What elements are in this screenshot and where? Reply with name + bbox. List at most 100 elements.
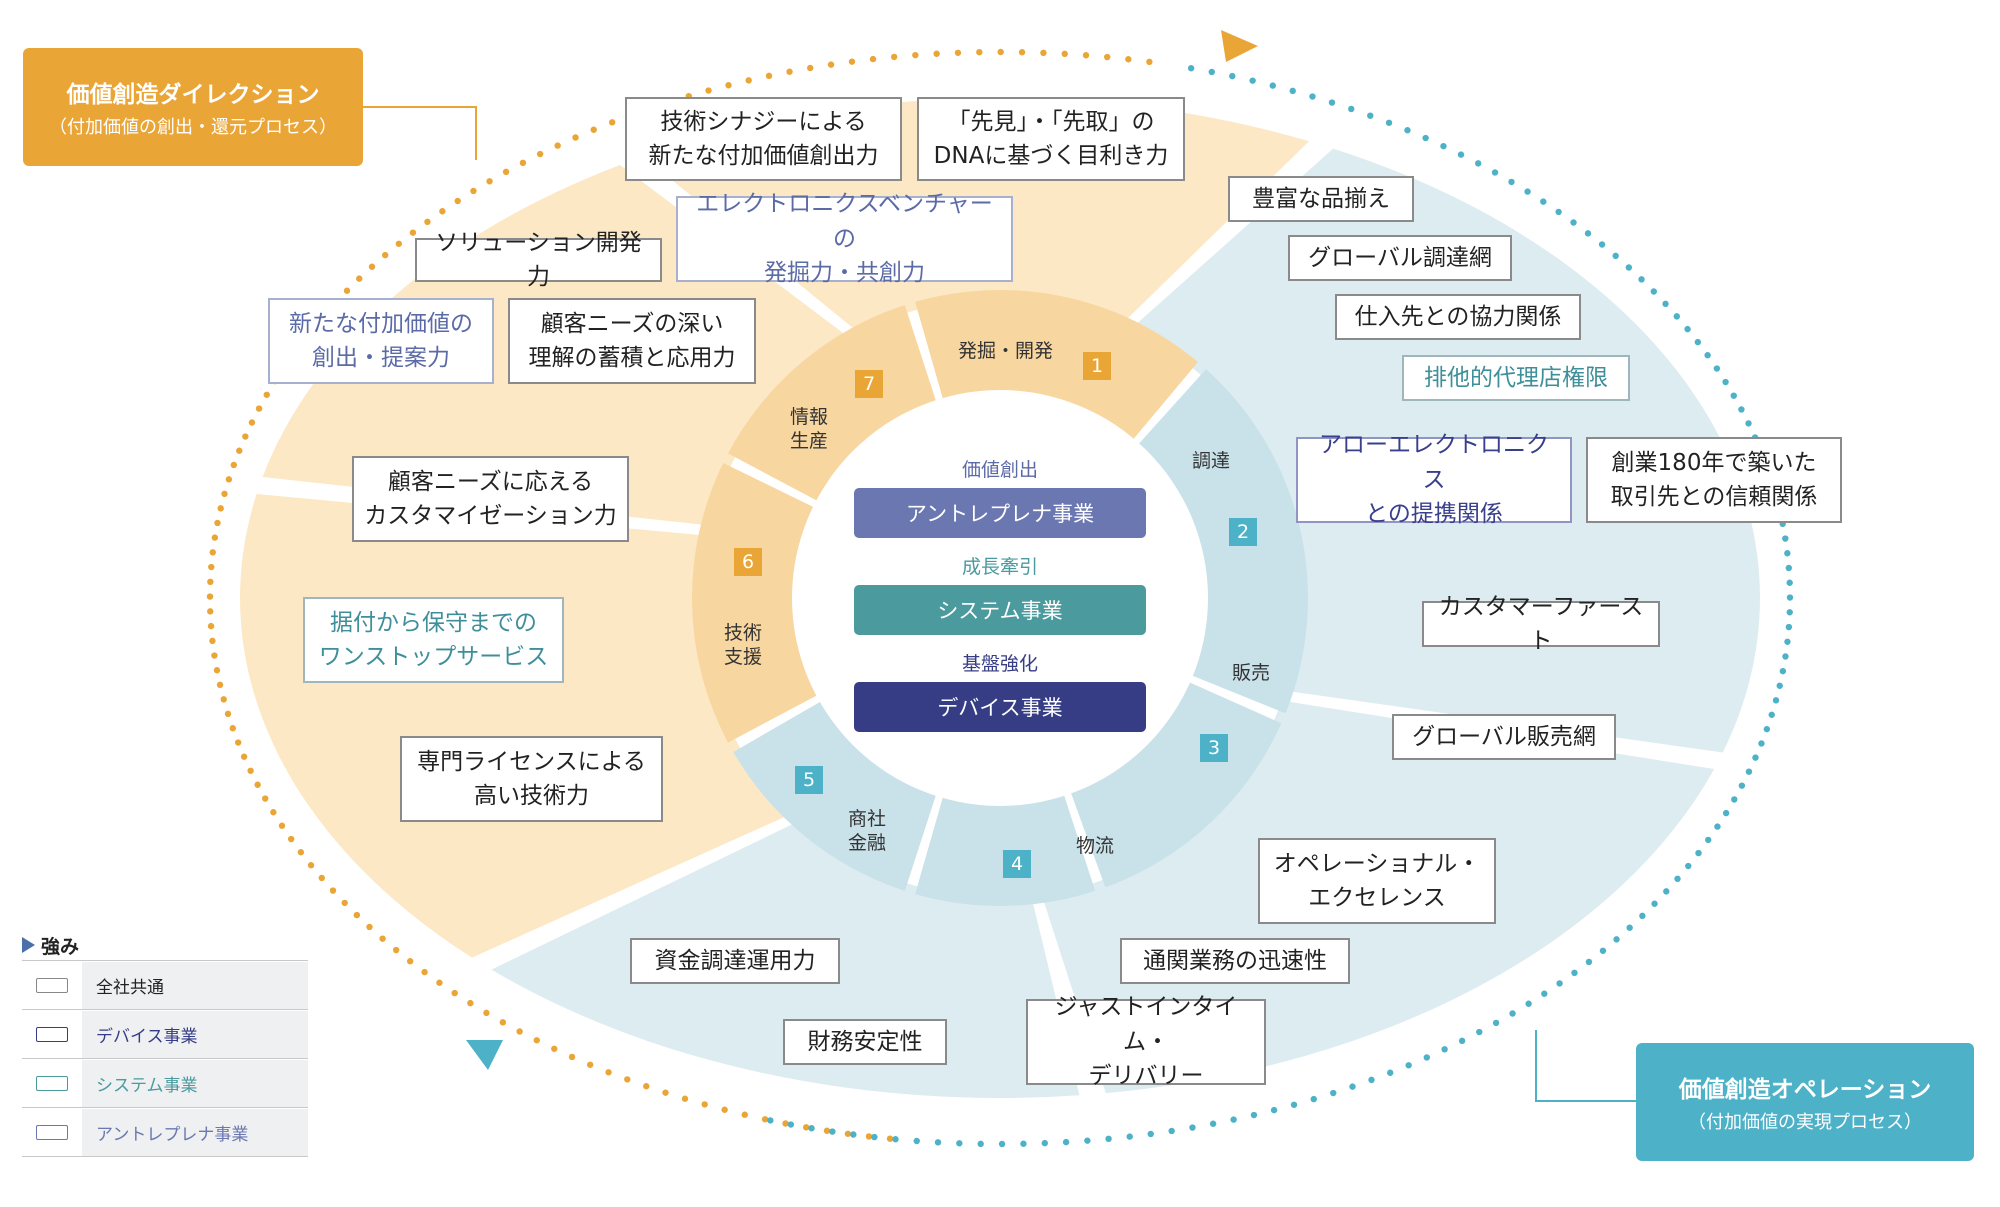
cycle-dot: [721, 1106, 728, 1113]
cycle-dot: [1674, 875, 1681, 883]
cycle-dot: [913, 1137, 920, 1145]
cycle-dot: [1270, 1106, 1278, 1114]
cycle-dot: [230, 461, 238, 469]
legend-item-system: システム事業: [22, 1058, 308, 1107]
cycle-dot: [590, 126, 597, 133]
cycle-dot: [1779, 667, 1787, 675]
strength-customer-needs-understanding: 顧客ニーズの深い 理解の蓄積と応用力: [508, 298, 756, 384]
cycle-dot: [343, 287, 351, 294]
cycle-dot: [1524, 188, 1531, 195]
cycle-dot: [934, 1139, 942, 1146]
strength-global-procurement: グローバル調達網: [1288, 235, 1512, 281]
cycle-dot: [1328, 99, 1336, 106]
cycle-dot: [207, 622, 215, 630]
cycle-dot: [1250, 1111, 1258, 1119]
cycle-dot: [890, 53, 898, 61]
cycle-dot: [1385, 119, 1393, 126]
strength-new-value-proposal: 新たな付加価値の 創出・提案力: [268, 298, 494, 384]
strength-wide-assortment: 豊富な品揃え: [1228, 176, 1414, 222]
cycle-dot: [933, 50, 940, 57]
cycle-dot: [470, 187, 477, 195]
cycle-dot: [297, 849, 305, 856]
cycle-dot: [263, 391, 270, 398]
cycle-dot: [341, 899, 348, 907]
strength-exclusive-agency: 排他的代理店権限: [1402, 355, 1630, 401]
cycle-dot: [439, 208, 446, 215]
cycle-dot: [221, 490, 228, 498]
cycle-dot: [850, 1131, 857, 1138]
cycle-dot: [395, 240, 403, 247]
cycle-dot: [1694, 338, 1702, 346]
cycle-dot: [516, 1028, 523, 1035]
legend-title: 強み: [41, 935, 80, 958]
cycle-dot: [1705, 836, 1712, 844]
cycle-dot: [1673, 313, 1681, 320]
cycle-dot: [605, 1069, 612, 1076]
cycle-dot: [1249, 77, 1256, 84]
arrowhead-blue-icon: [466, 1040, 503, 1070]
cycle-dot: [1491, 169, 1499, 176]
cycle-dot: [533, 1037, 540, 1044]
cycle-dot: [1441, 1046, 1448, 1053]
cycle-dot: [977, 1140, 984, 1148]
cycle-dot: [787, 1121, 795, 1128]
cycle-dot: [209, 637, 216, 645]
cycle-dot: [871, 1133, 878, 1141]
legend-label-company-wide: 全社共通: [82, 961, 308, 1009]
cycle-dot: [1458, 1037, 1466, 1045]
inner-segment-5: [733, 701, 937, 891]
cycle-dot: [1722, 809, 1730, 817]
cycle-dot: [1125, 56, 1132, 63]
inner-segment-4: [915, 793, 1096, 906]
cycle-dot: [1509, 1010, 1516, 1017]
cycle-dot: [1230, 1116, 1237, 1123]
segment-number-6: 6: [734, 548, 762, 576]
cycle-dot: [1730, 392, 1737, 399]
direction-subtitle: （付加価値の創出・還元プロセス）: [49, 117, 337, 138]
segment-number-5: 5: [795, 766, 823, 794]
cycle-dot: [586, 1061, 594, 1068]
segment-number-2: 2: [1229, 518, 1257, 546]
legend-swatch-entrepreneur: [36, 1124, 68, 1140]
legend-label-device: デバイス事業: [82, 1010, 308, 1058]
cycle-dot: [1082, 52, 1090, 59]
cycle-dot: [262, 795, 269, 802]
cycle-dot: [356, 275, 363, 282]
cycle-dot: [224, 710, 232, 718]
cycle-dot: [307, 862, 315, 869]
cycle-dot: [1785, 564, 1793, 572]
cycle-dot: [1731, 796, 1738, 803]
cycle-dot: [572, 134, 579, 141]
cycle-dot: [1540, 198, 1547, 205]
cycle-dot: [827, 61, 835, 68]
strengths-legend: 強み 全社共通 デバイス事業 システム事業 アントレプレナ事業: [22, 930, 308, 1157]
cycle-dot: [741, 1111, 748, 1118]
cycle-dot: [1585, 958, 1593, 966]
cycle-dot: [381, 251, 389, 259]
cycle-dot: [1684, 325, 1691, 333]
cycle-dot: [1784, 638, 1791, 645]
cycle-dot: [1187, 65, 1195, 72]
cycle-dot: [1189, 1124, 1196, 1131]
cycle-dot: [1752, 754, 1759, 761]
inner-segment-2: [1137, 369, 1308, 714]
cycle-dot: [848, 58, 856, 65]
cycle-dot: [745, 77, 752, 84]
cycle-dot: [1405, 1062, 1412, 1069]
cycle-dot: [1229, 72, 1236, 80]
cycle-dot: [1784, 550, 1791, 557]
cycle-dot: [483, 1009, 490, 1017]
cycle-dot: [1289, 87, 1296, 95]
cycle-dot: [1570, 219, 1577, 226]
cycle-dot: [1368, 1076, 1375, 1084]
cycle-dot: [1062, 1138, 1070, 1146]
cycle-dot: [1612, 252, 1619, 260]
cycle-dot: [214, 519, 221, 527]
arrowhead-orange-icon: [1221, 30, 1258, 62]
cycle-dot: [1209, 1120, 1217, 1127]
legend-swatch-device: [36, 1026, 68, 1042]
legend-label-system: システム事業: [82, 1059, 308, 1107]
cycle-dot: [502, 168, 510, 176]
cycle-dot: [211, 534, 219, 541]
cycle-dot: [1782, 535, 1789, 542]
